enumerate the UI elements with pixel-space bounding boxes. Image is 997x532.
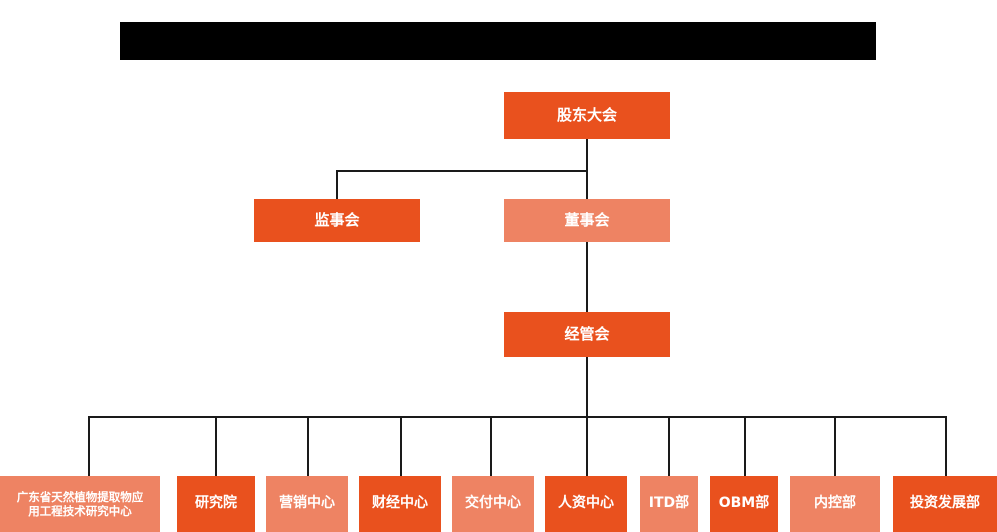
node-gd-research-center-label: 广东省天然植物提取物应 用工程技术研究中心 xyxy=(16,489,144,518)
node-supervisors[interactable]: 监事会 xyxy=(254,199,420,242)
node-delivery-center[interactable]: 交付中心 xyxy=(452,476,534,532)
node-shareholders-label: 股东大会 xyxy=(556,106,617,125)
node-itd-dept[interactable]: ITD部 xyxy=(640,476,698,532)
node-investment-dev-dept-label: 投资发展部 xyxy=(910,495,980,512)
connector-level1-bus xyxy=(336,170,588,172)
connector-drop-gd-research-center xyxy=(88,416,90,476)
connector-board-to-management xyxy=(586,241,588,313)
node-obm-dept[interactable]: OBM部 xyxy=(710,476,778,532)
connector-level3-bus xyxy=(88,416,946,418)
connector-drop-itd-dept xyxy=(668,416,670,476)
connector-supervisors-drop xyxy=(336,170,338,200)
connector-shareholders-down xyxy=(586,138,588,172)
node-gd-research-center[interactable]: 广东省天然植物提取物应 用工程技术研究中心 xyxy=(0,476,160,532)
node-management-label: 经管会 xyxy=(564,325,610,344)
node-shareholders[interactable]: 股东大会 xyxy=(504,92,670,139)
node-board-label: 董事会 xyxy=(564,211,610,230)
connector-drop-hr-center xyxy=(586,416,588,476)
connector-drop-finance-center xyxy=(400,416,402,476)
node-board[interactable]: 董事会 xyxy=(504,199,670,242)
node-marketing-center-label: 营销中心 xyxy=(279,495,335,512)
connector-drop-obm-dept xyxy=(744,416,746,476)
connector-drop-investment-dev-dept xyxy=(945,416,947,476)
connector-drop-delivery-center xyxy=(490,416,492,476)
node-investment-dev-dept[interactable]: 投资发展部 xyxy=(893,476,997,532)
connector-drop-marketing-center xyxy=(307,416,309,476)
node-obm-dept-label: OBM部 xyxy=(718,495,770,512)
node-finance-center[interactable]: 财经中心 xyxy=(359,476,441,532)
node-internal-control-dept-label: 内控部 xyxy=(814,495,856,512)
node-finance-center-label: 财经中心 xyxy=(372,495,428,512)
node-management[interactable]: 经管会 xyxy=(504,312,670,357)
connector-management-down xyxy=(586,357,588,417)
redacted-title-bar xyxy=(120,22,876,60)
node-marketing-center[interactable]: 营销中心 xyxy=(266,476,348,532)
node-hr-center[interactable]: 人资中心 xyxy=(545,476,627,532)
node-supervisors-label: 监事会 xyxy=(314,211,360,230)
connector-drop-internal-control-dept xyxy=(834,416,836,476)
node-delivery-center-label: 交付中心 xyxy=(465,495,521,512)
node-itd-dept-label: ITD部 xyxy=(648,495,690,512)
node-hr-center-label: 人资中心 xyxy=(558,495,614,512)
node-internal-control-dept[interactable]: 内控部 xyxy=(790,476,880,532)
node-research-institute-label: 研究院 xyxy=(195,495,237,512)
connector-board-drop xyxy=(586,170,588,200)
node-research-institute[interactable]: 研究院 xyxy=(177,476,255,532)
connector-drop-research-institute xyxy=(215,416,217,476)
